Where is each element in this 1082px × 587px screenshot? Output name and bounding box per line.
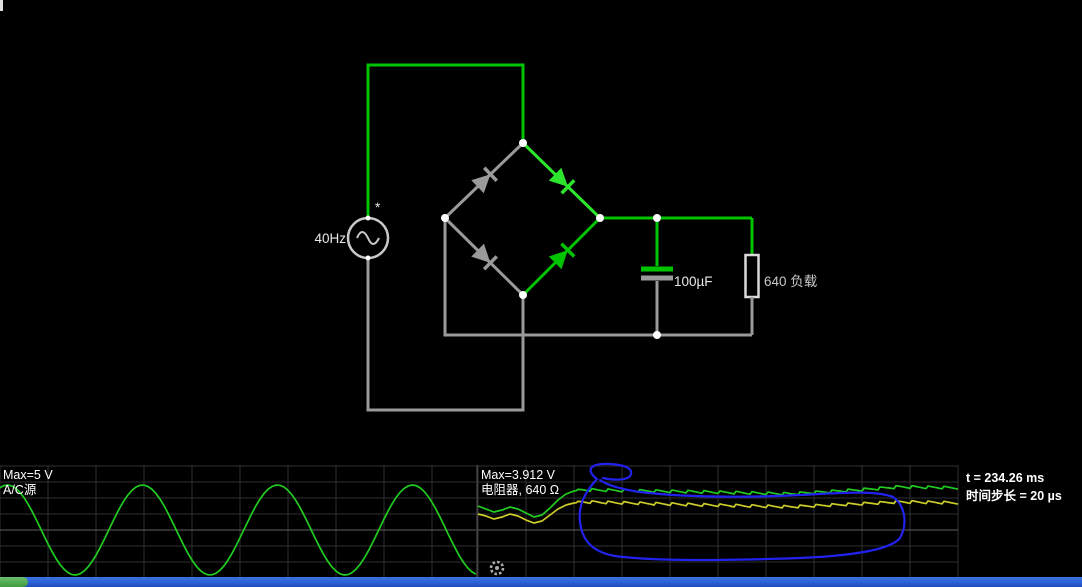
ac-source[interactable] [346, 215, 390, 261]
wire-source-to-bridge-bottom[interactable] [366, 258, 525, 412]
node-dot [441, 214, 449, 222]
diode-top-right[interactable] [521, 141, 602, 220]
scope-settings-gear-icon[interactable] [489, 560, 505, 576]
circuit-canvas[interactable]: 40Hz * 100µF 640 负载 [0, 0, 1082, 465]
ac-source-label: 40Hz [314, 231, 346, 246]
scope-graphics [0, 465, 959, 577]
resistor-body[interactable] [744, 253, 760, 299]
source-terminal-top [365, 215, 371, 221]
wire-negative-rail[interactable] [443, 218, 752, 337]
diode-bottom-right[interactable] [521, 216, 602, 297]
wire-source-to-bridge-top[interactable] [366, 63, 525, 218]
scope-left-channel-label: A/C源 [3, 483, 37, 497]
sine-symbol-icon [356, 231, 380, 245]
taskbar-strip[interactable] [0, 577, 1082, 587]
scope-grid [477, 465, 959, 577]
waveform-load-current [477, 499, 959, 524]
diode-left-bottom[interactable] [443, 216, 525, 297]
waveform-load-voltage [477, 484, 959, 518]
source-terminal-bottom [365, 255, 371, 261]
window-edge-artifact [0, 0, 3, 11]
source-marker: * [375, 200, 381, 215]
scope-right-channel-label: 电阻器, 640 Ω [481, 483, 559, 497]
start-button-fragment[interactable] [0, 577, 28, 587]
diode-bridge[interactable] [443, 141, 602, 297]
load-label: 640 负载 [764, 274, 817, 289]
sim-timestep-label: 时间步长 = 20 µs [966, 488, 1062, 503]
capacitor-label: 100µF [674, 274, 713, 289]
scope-right-max-label: Max=3.912 V [481, 468, 556, 482]
capacitor[interactable] [641, 218, 673, 335]
annotation-scribble [578, 462, 906, 562]
diode-left-top[interactable] [443, 141, 525, 220]
load-resistor[interactable] [744, 218, 760, 335]
node-dot [519, 139, 527, 147]
node-dot [653, 331, 661, 339]
scope-area[interactable]: Max=5 V A/C源 Max=3.912 V 电阻器, 640 Ω t = … [0, 462, 1082, 577]
waveform-ac-source [0, 484, 477, 576]
node-dots [441, 139, 661, 339]
node-dot [653, 214, 661, 222]
node-dot [596, 214, 604, 222]
node-dot [519, 291, 527, 299]
scope-left-max-label: Max=5 V [3, 468, 53, 482]
sim-time-label: t = 234.26 ms [966, 471, 1044, 485]
